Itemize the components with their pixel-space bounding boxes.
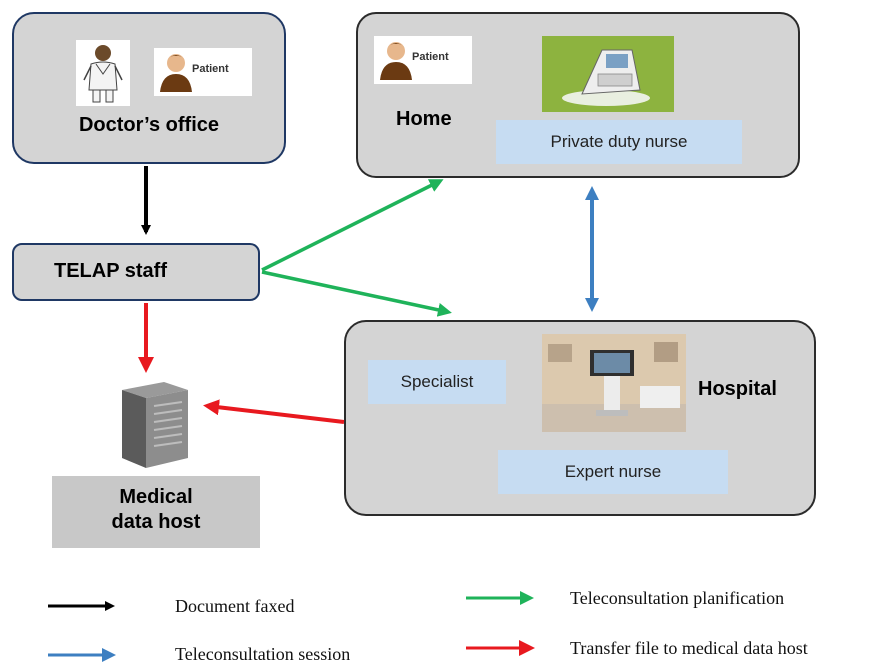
medical-data-host-box: Medical data host [52,476,260,548]
private-duty-nurse-label: Private duty nurse [496,120,742,164]
medical-data-host-label-line1: Medical [119,486,193,508]
legend-transfer-file: Transfer file to medical data host [570,638,808,658]
telap-staff-label: TELAP staff [54,260,167,282]
expert-nurse-label: Expert nurse [498,450,728,494]
patient-icon: Patient [374,36,472,84]
medical-data-host-label-line2: data host [111,511,201,533]
patient-tag: Patient [412,51,449,63]
legend-teleconsultation-session: Teleconsultation session [175,644,351,664]
doctors-office-label: Doctor’s office [78,114,220,136]
hospital-box: Specialist Hospital Expert nurse [344,320,816,516]
server-icon [108,378,200,470]
legend-teleconsultation-planification: Teleconsultation planification [570,588,785,608]
arrow-planification-home [261,179,444,272]
hospital-label: Hospital [698,378,777,400]
legend-document-faxed: Document faxed [175,596,295,616]
patient-icon: Patient [154,48,252,96]
arrow-transfer-hospital [203,399,345,424]
specialist-label: Specialist [368,360,506,404]
patient-tag: Patient [192,63,229,75]
doctors-office-box: Patient Doctor’s office [12,12,286,164]
doctor-icon [76,40,130,106]
home-label: Home [396,108,452,130]
telap-staff-box: TELAP staff [12,243,260,301]
hospital-room-photo [542,334,686,432]
arrow-planification-hospital [261,270,452,317]
phone-device-icon [542,36,674,112]
home-box: Patient Home Private duty nurse [356,12,800,178]
